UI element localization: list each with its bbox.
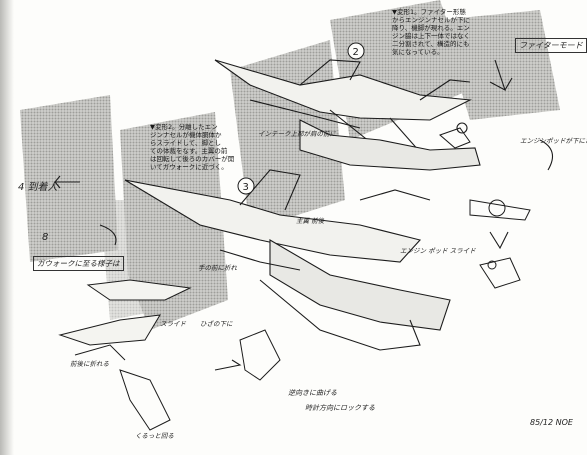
step-2-circle [347, 42, 365, 60]
rotate-note: くるっと回る [135, 432, 174, 440]
arrow-icon [489, 59, 513, 92]
transform-note-1: ▼変形1。ファイター形態 からエンジンナセルが下に 降り、機脚が現れる。エン ジ… [392, 8, 470, 56]
knee-note: ひざの下に [200, 320, 233, 328]
step-4-label: 4 到着人 [18, 182, 58, 193]
step-2-number: 2 [353, 47, 359, 58]
arrow-icon [539, 139, 554, 171]
transform-note-2: ▼変形2。分離したエン ジンナセルが機体胴体か らスライドして、脚とし ての体裁… [150, 123, 235, 171]
step-3-circle [237, 177, 255, 195]
transforming-mode-sketch [124, 169, 451, 351]
gerwalk-label: ガウォークに至る様子は [33, 256, 124, 271]
fold-note: 前後に折れる [70, 360, 109, 368]
arrow-icon [53, 175, 80, 189]
wing-note: 主翼 前後 [296, 217, 325, 225]
book-binding-shadow [0, 0, 14, 455]
annotation-arrows [53, 59, 554, 371]
fighter-mode-sketch [214, 59, 481, 171]
gerwalk-detail-sketches [58, 279, 281, 431]
engine-pod-details [439, 127, 531, 289]
turn-note: 逆向きに曲げる [288, 389, 337, 397]
lock-note: 時計方向にロックする [305, 404, 375, 412]
arrow-icon [489, 231, 509, 250]
date-signature: 85/12 NOE [530, 418, 573, 427]
arrow-icon [214, 359, 242, 371]
arm-note: 手の前に折れ [198, 264, 237, 272]
fighter-mode-label: ファイターモード [515, 38, 587, 53]
shoulder-note: インテーク上部が肩の前に [258, 130, 336, 138]
engine-down-note: エンジンポッドが下にさがる [520, 137, 587, 145]
leg-slide-note: エンジン ポッド スライド [400, 247, 476, 255]
step-circles [237, 42, 365, 195]
step-8-label: 8 [42, 232, 49, 243]
slide-note: スライド [160, 320, 186, 328]
step-3-number: 3 [243, 182, 249, 193]
